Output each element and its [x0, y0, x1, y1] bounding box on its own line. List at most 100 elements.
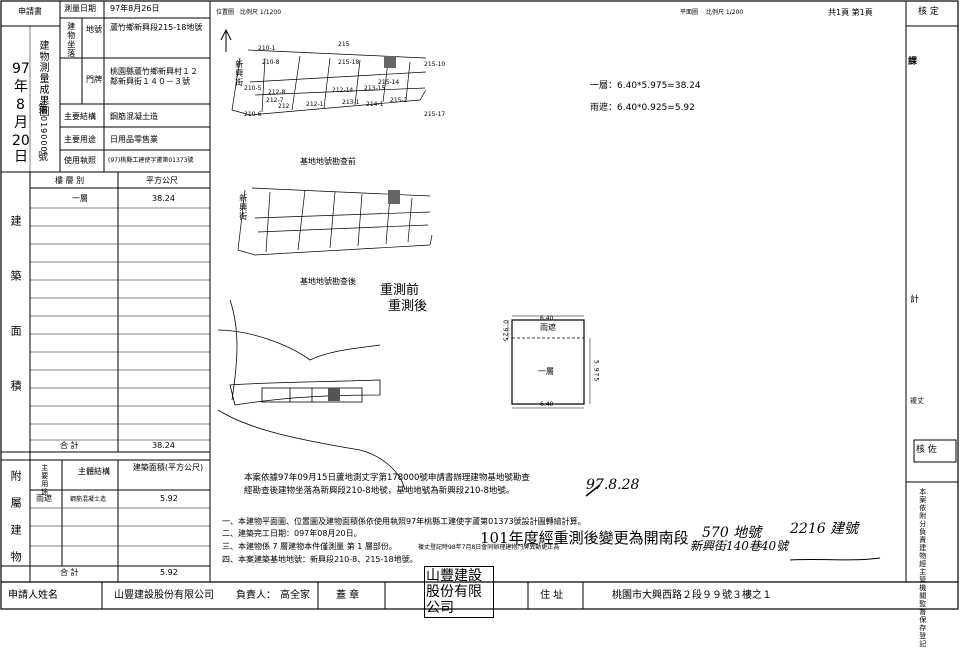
year-char: 年 — [14, 79, 28, 95]
address-value: 桃園市大興西路２段９９號３樓之１ — [612, 590, 772, 601]
document-linework — [0, 0, 959, 610]
plan-scale: 比例尺 1/200 — [706, 9, 744, 16]
lot-label: 212-14 — [332, 87, 354, 94]
lot-label: 215-17 — [424, 111, 446, 118]
lot-label: 212-1 — [306, 101, 324, 108]
note-line-2: 二、建築完工日期：097年08月20日。 — [222, 529, 362, 538]
attach-use-header: 主要用途 — [40, 464, 49, 496]
handwritten-date: 97.8.28 — [586, 477, 640, 493]
serial-number: 019000 — [38, 116, 48, 153]
area-formula-floor: 一層：6.40*5.975=38.24 — [590, 81, 701, 91]
door-value-line2: 鄰新興街１４０－３號 — [110, 77, 190, 86]
approval-header: 核 定 — [918, 7, 939, 17]
lot-label: 212-7 — [266, 97, 284, 104]
lot-label: 215-18 — [338, 59, 360, 66]
license-value: (97)桃縣工建使字蘆第01373號 — [108, 157, 194, 164]
handwritten-before: 重測前 — [380, 283, 420, 298]
applicant-name-value: 山豐建設股份有限公司 — [114, 590, 214, 601]
month-char: 月 — [14, 115, 28, 131]
attached-section-label: 附屬建物 — [9, 470, 23, 578]
floor-1-area: 38.24 — [152, 194, 175, 203]
note-line-1: 一、本建物平面圖、位置圖及建物面積係依使用執照97年桃縣工建使字蘆第01373號… — [222, 517, 586, 526]
lot-label: 215-10 — [424, 61, 446, 68]
use-label: 主要用途 — [64, 135, 96, 144]
representative-value: 高全家 — [280, 590, 310, 601]
location-map-label: 位置圖 — [216, 9, 235, 16]
serial-suffix: 號 — [38, 152, 48, 163]
total-area: 38.24 — [152, 441, 175, 450]
attach-use-value: 雨遮 — [36, 494, 52, 503]
applicant-name-label: 申請人姓名 — [8, 590, 58, 601]
door-label: 門牌 — [86, 75, 102, 84]
street-label-bottom: 新興街 — [238, 194, 248, 221]
survey-date-value: 97年8月26日 — [110, 4, 160, 13]
plan-dim-right: 5.975 — [592, 360, 600, 383]
seal-label: 蓋 章 — [336, 590, 360, 601]
note-line-3-addendum: 複丈登記時98年7月8日會同辦理建物門牌異動更正為 — [418, 544, 560, 551]
survey-date-label: 測量日期 — [64, 4, 96, 13]
site-label: 地號 — [86, 25, 102, 34]
note-line-3: 三、本建物係 7 層建物本件僅測量 第 1 層部份。 — [222, 542, 397, 551]
plan-label: 平面圖 — [680, 9, 699, 16]
representative-label: 負責人： — [236, 590, 276, 601]
street-label-top: 新興街 — [234, 60, 244, 87]
area-header: 平方公尺 — [146, 176, 178, 185]
building-area-section-label: 建築面積 — [9, 215, 23, 435]
applicant-header: 申請書 — [18, 7, 42, 16]
structure-label: 主要結構 — [64, 112, 96, 121]
lot-label: 215-2 — [390, 97, 408, 104]
right-footer-text: 本案依附分負責建物經主管機關監督保存登記 — [918, 488, 927, 648]
page-info: 共1頁 第1頁 — [828, 8, 873, 17]
attach-total-value: 5.92 — [160, 568, 178, 577]
month-number: 8 — [16, 97, 25, 113]
plan-floor-label: 一層 — [538, 367, 554, 376]
structure-value: 鋼筋混凝土造 — [110, 112, 158, 121]
plan-dim-top: 6.40 — [540, 315, 554, 322]
attach-area-header: 建築面積(平方公尺) — [132, 463, 204, 472]
caption-after-survey: 基地地號勘查後 — [300, 277, 356, 286]
company-seal-stamp: 山豐建設股份有限公司 — [424, 566, 494, 618]
attach-total-label: 合 計 — [60, 568, 79, 577]
day-number: 20 — [12, 133, 30, 149]
address-label: 住 址 — [540, 590, 564, 601]
caption-before-survey: 基地地號勘查前 — [300, 157, 356, 166]
lot-label: 210-8 — [262, 59, 280, 66]
lot-label: 210-6 — [244, 111, 262, 118]
attach-area-value: 5.92 — [160, 494, 178, 503]
note-survey-result: 經勘查後建物坐落為新興段210-8地號，基地地號為新興段210-8地號。 — [244, 486, 515, 496]
license-label: 使用執照 — [64, 156, 96, 165]
plan-dim-left: 0.925 — [501, 320, 509, 343]
serial-prefix: 第 — [38, 104, 48, 115]
handwritten-after: 重測後 — [388, 299, 428, 314]
note-survey-basis: 本案依據97年09月15日蘆地測丈字第178000號申請書辦理建物基地號勘查 — [244, 473, 530, 483]
right-side-label: 核 佐 — [916, 445, 937, 455]
plan-canopy-label: 雨遮 — [540, 323, 556, 332]
right-side-label: 課 — [908, 57, 918, 67]
area-formula-canopy: 雨遮：6.40*0.925=5.92 — [590, 103, 695, 113]
handwritten-2012-note: 101年度經重測後變更為開南段 — [480, 529, 689, 547]
lot-label: 213-1 — [342, 99, 360, 106]
lot-label: 210-5 — [244, 85, 262, 92]
lot-label: 212-8 — [268, 89, 286, 96]
plan-dim-bottom: 6.40 — [540, 401, 554, 408]
floor-header: 樓 層 別 — [55, 176, 85, 185]
handwritten-new-lot: 570 地號 — [702, 525, 762, 541]
handwritten-build-number: 2216 建號 — [790, 521, 859, 537]
use-value: 日用品零售業 — [110, 135, 158, 144]
day-char: 日 — [14, 149, 28, 165]
door-value-line1: 桃園縣蘆竹鄉新興村１２ — [110, 67, 198, 76]
floor-1-name: 一層 — [72, 194, 88, 203]
form-vertical-title: 建物測量成果圖 — [37, 40, 48, 117]
lot-label: 212 — [278, 103, 290, 110]
lot-label: 214-1 — [366, 101, 384, 108]
handwritten-new-address: 新興街140巷40號 — [690, 539, 789, 553]
total-label: 合 計 — [60, 441, 79, 450]
lot-label: 215 — [338, 41, 350, 48]
location-map-scale: 比例尺 1/1200 — [240, 9, 282, 16]
note-line-4: 四、本案建築基地地號：新興段210-8、215-18地號。 — [222, 555, 418, 564]
attach-struct-header: 主體結構 — [78, 467, 110, 476]
attach-struct-value: 鋼筋混凝土造 — [70, 496, 107, 503]
site-value: 蘆竹鄉新興段215-18地號 — [110, 23, 203, 32]
location-group-label: 建物坐落 — [66, 22, 76, 58]
lot-label: 213-15 — [364, 85, 386, 92]
